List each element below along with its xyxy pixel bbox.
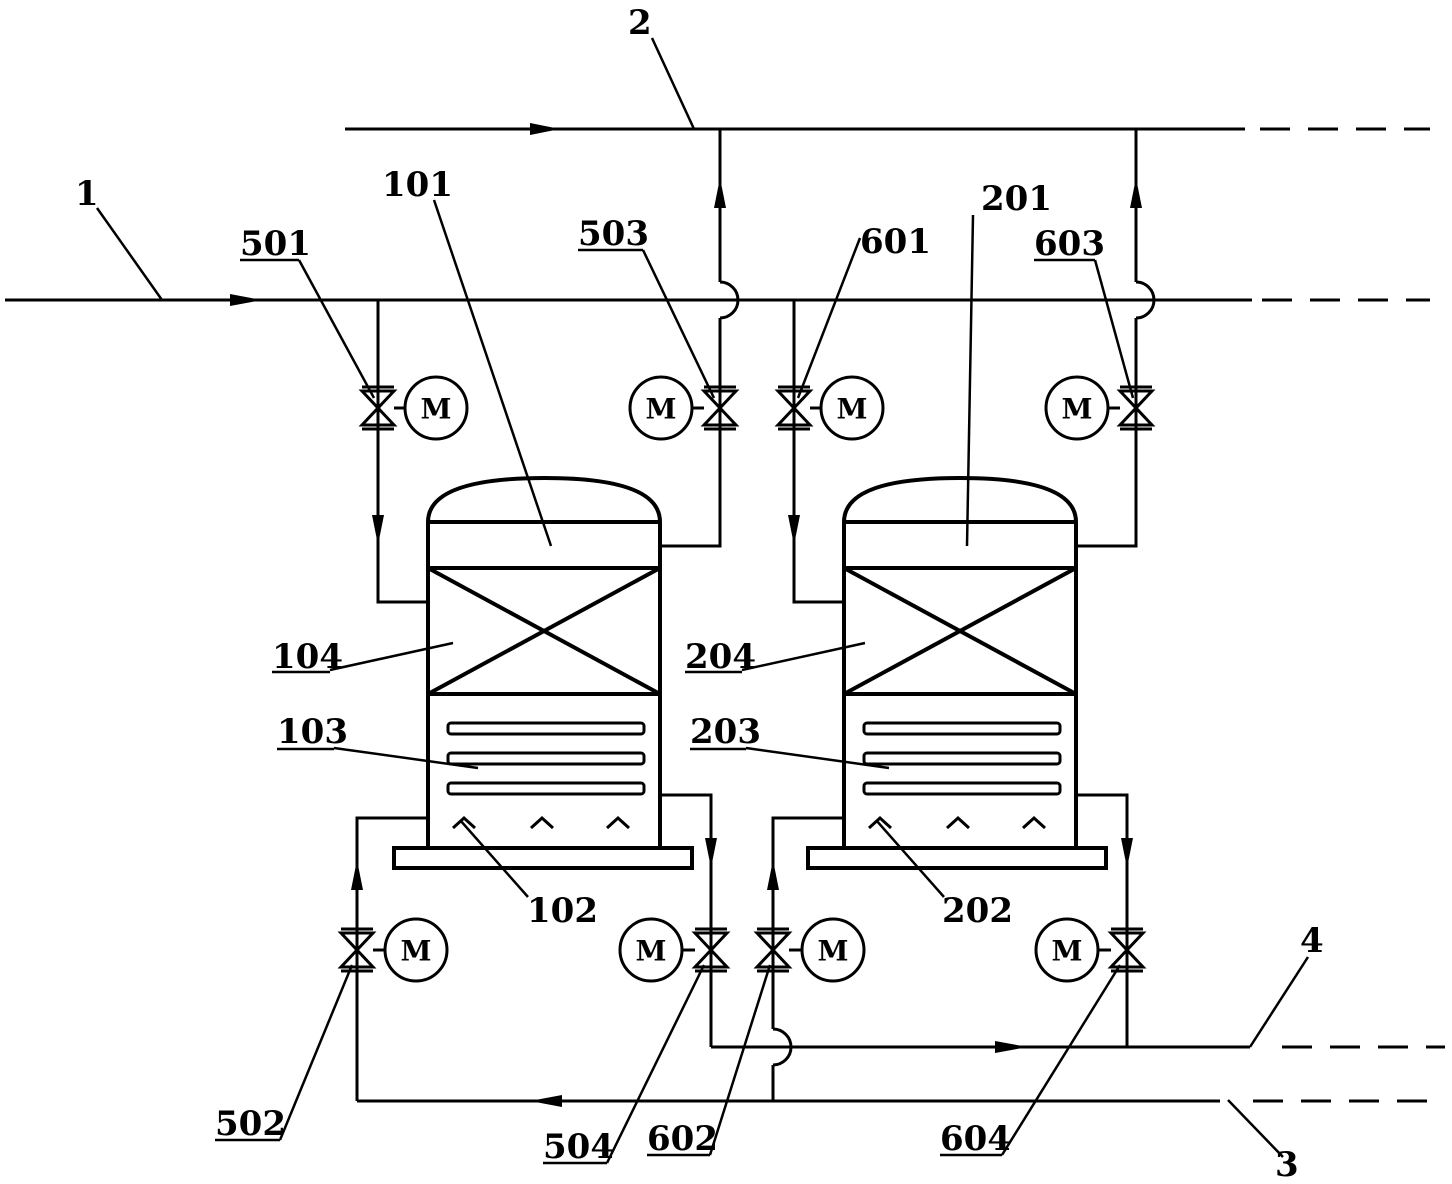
label-601: 601 — [860, 222, 931, 262]
svg-text:M: M — [401, 935, 432, 968]
reactor-1 — [392, 475, 694, 870]
motor-603: M — [1044, 375, 1110, 441]
svg-text:M: M — [818, 935, 849, 968]
leader-lines — [95, 37, 1310, 1164]
label-104: 104 — [272, 637, 343, 677]
reactor-2 — [806, 475, 1108, 870]
label-103: 103 — [277, 712, 348, 752]
svg-text:M: M — [837, 393, 868, 426]
motor-504: M — [618, 917, 684, 983]
motor-601: M — [819, 375, 885, 441]
label-603: 603 — [1034, 224, 1105, 264]
pipes-unit-2 — [767, 129, 1156, 1101]
label-503: 503 — [578, 214, 649, 254]
valve-504[interactable] — [683, 927, 729, 973]
line-2-top — [345, 123, 1430, 135]
label-203: 203 — [690, 712, 761, 752]
svg-text:M: M — [636, 935, 667, 968]
label-102: 102 — [527, 891, 598, 931]
label-604: 604 — [940, 1119, 1011, 1159]
valve-502[interactable] — [339, 927, 385, 973]
label-line-2: 2 — [628, 3, 652, 43]
valve-603[interactable] — [1108, 385, 1154, 431]
label-504: 504 — [543, 1127, 614, 1167]
valve-503[interactable] — [692, 385, 738, 431]
label-204: 204 — [685, 637, 756, 677]
label-201: 201 — [981, 179, 1052, 219]
label-line-3: 3 — [1275, 1145, 1299, 1184]
label-101: 101 — [382, 165, 453, 205]
line-4-right — [711, 1041, 1445, 1053]
motor-501: M — [403, 375, 469, 441]
line-1-feed — [5, 294, 1430, 306]
valve-604[interactable] — [1099, 927, 1145, 973]
motor-604: M — [1034, 917, 1100, 983]
label-line-1: 1 — [75, 174, 99, 214]
svg-text:M: M — [1062, 393, 1093, 426]
line-3-bottom — [357, 1095, 1445, 1107]
svg-text:M: M — [421, 393, 452, 426]
motor-602: M — [800, 917, 866, 983]
label-602: 602 — [647, 1119, 718, 1159]
valve-501[interactable] — [360, 385, 406, 431]
motor-502: M — [383, 917, 449, 983]
motor-503: M — [628, 375, 694, 441]
svg-text:M: M — [1052, 935, 1083, 968]
valve-602[interactable] — [755, 927, 801, 973]
svg-text:M: M — [646, 393, 677, 426]
label-202: 202 — [942, 891, 1013, 931]
label-line-4: 4 — [1300, 921, 1324, 961]
label-501: 501 — [240, 224, 311, 264]
label-502: 502 — [215, 1104, 286, 1144]
pipes-unit-1 — [351, 129, 740, 1101]
